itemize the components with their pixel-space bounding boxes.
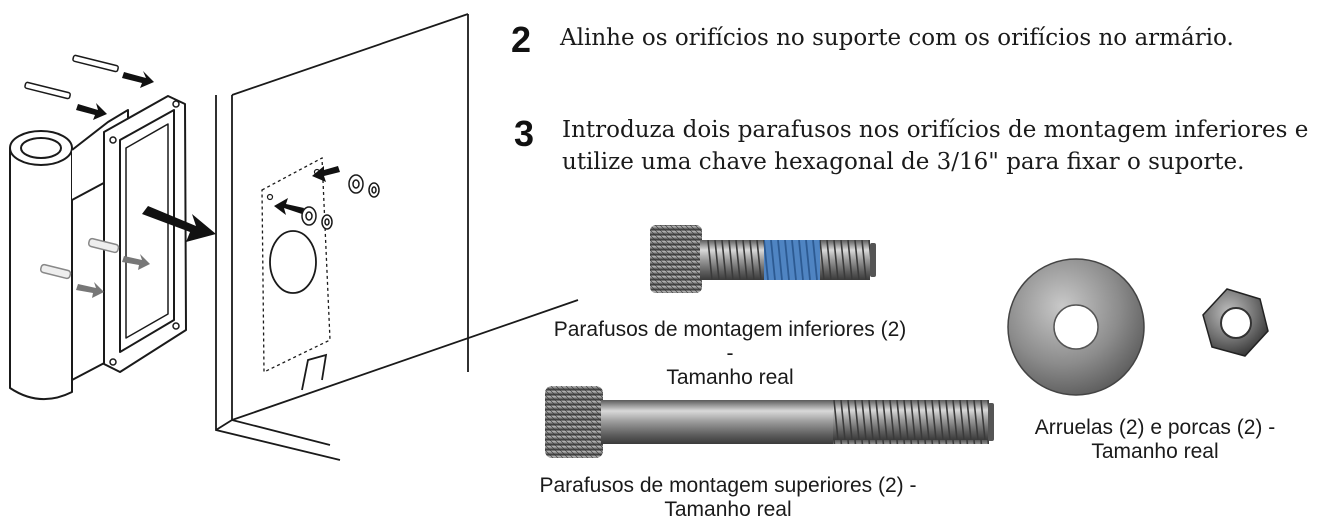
step-2-text: Alinhe os orifícios no suporte com os or… xyxy=(560,25,1234,51)
lower-bolt-photo xyxy=(650,225,876,293)
upper-bolt-photo xyxy=(545,386,994,458)
cabinet-illustration xyxy=(215,13,579,461)
bracket-black-arrows xyxy=(76,71,216,242)
upper-bolts-caption-line2: Tamanho real xyxy=(664,498,792,521)
washers-nuts-caption: Arruelas (2) e porcas (2) - Tamanho real xyxy=(1010,416,1300,464)
cabinet-arrows xyxy=(274,166,340,215)
bracket-illustration xyxy=(9,95,187,401)
washers-nuts-caption-line2: Tamanho real xyxy=(1091,440,1219,463)
step-3-number: 3 xyxy=(514,113,535,154)
lower-bolts-caption: Parafusos de montagem inferiores (2) - T… xyxy=(550,318,910,390)
nut-photo xyxy=(1202,288,1269,357)
lower-bolts-caption-line2: Tamanho real xyxy=(666,366,794,389)
step-3-text-line2: utilize uma chave hexagonal de 3/16" par… xyxy=(562,149,1245,175)
step-3-text-line1: Introduza dois parafusos nos orifícios d… xyxy=(562,117,1309,143)
cabinet-washers-nuts xyxy=(301,174,380,230)
upper-bolts-drawing xyxy=(24,54,119,100)
upper-bolts-caption-line1: Parafusos de montagem superiores (2) - xyxy=(539,474,917,497)
washer-photo xyxy=(1007,258,1145,396)
lower-bolts-caption-line1: Parafusos de montagem inferiores (2) - xyxy=(553,318,907,365)
step-2-number: 2 xyxy=(511,19,532,60)
lower-bolts-drawing xyxy=(39,237,120,280)
bracket-gray-arrows xyxy=(76,254,150,298)
upper-bolts-caption: Parafusos de montagem superiores (2) - T… xyxy=(538,474,918,522)
washers-nuts-caption-line1: Arruelas (2) e porcas (2) - xyxy=(1034,416,1276,439)
